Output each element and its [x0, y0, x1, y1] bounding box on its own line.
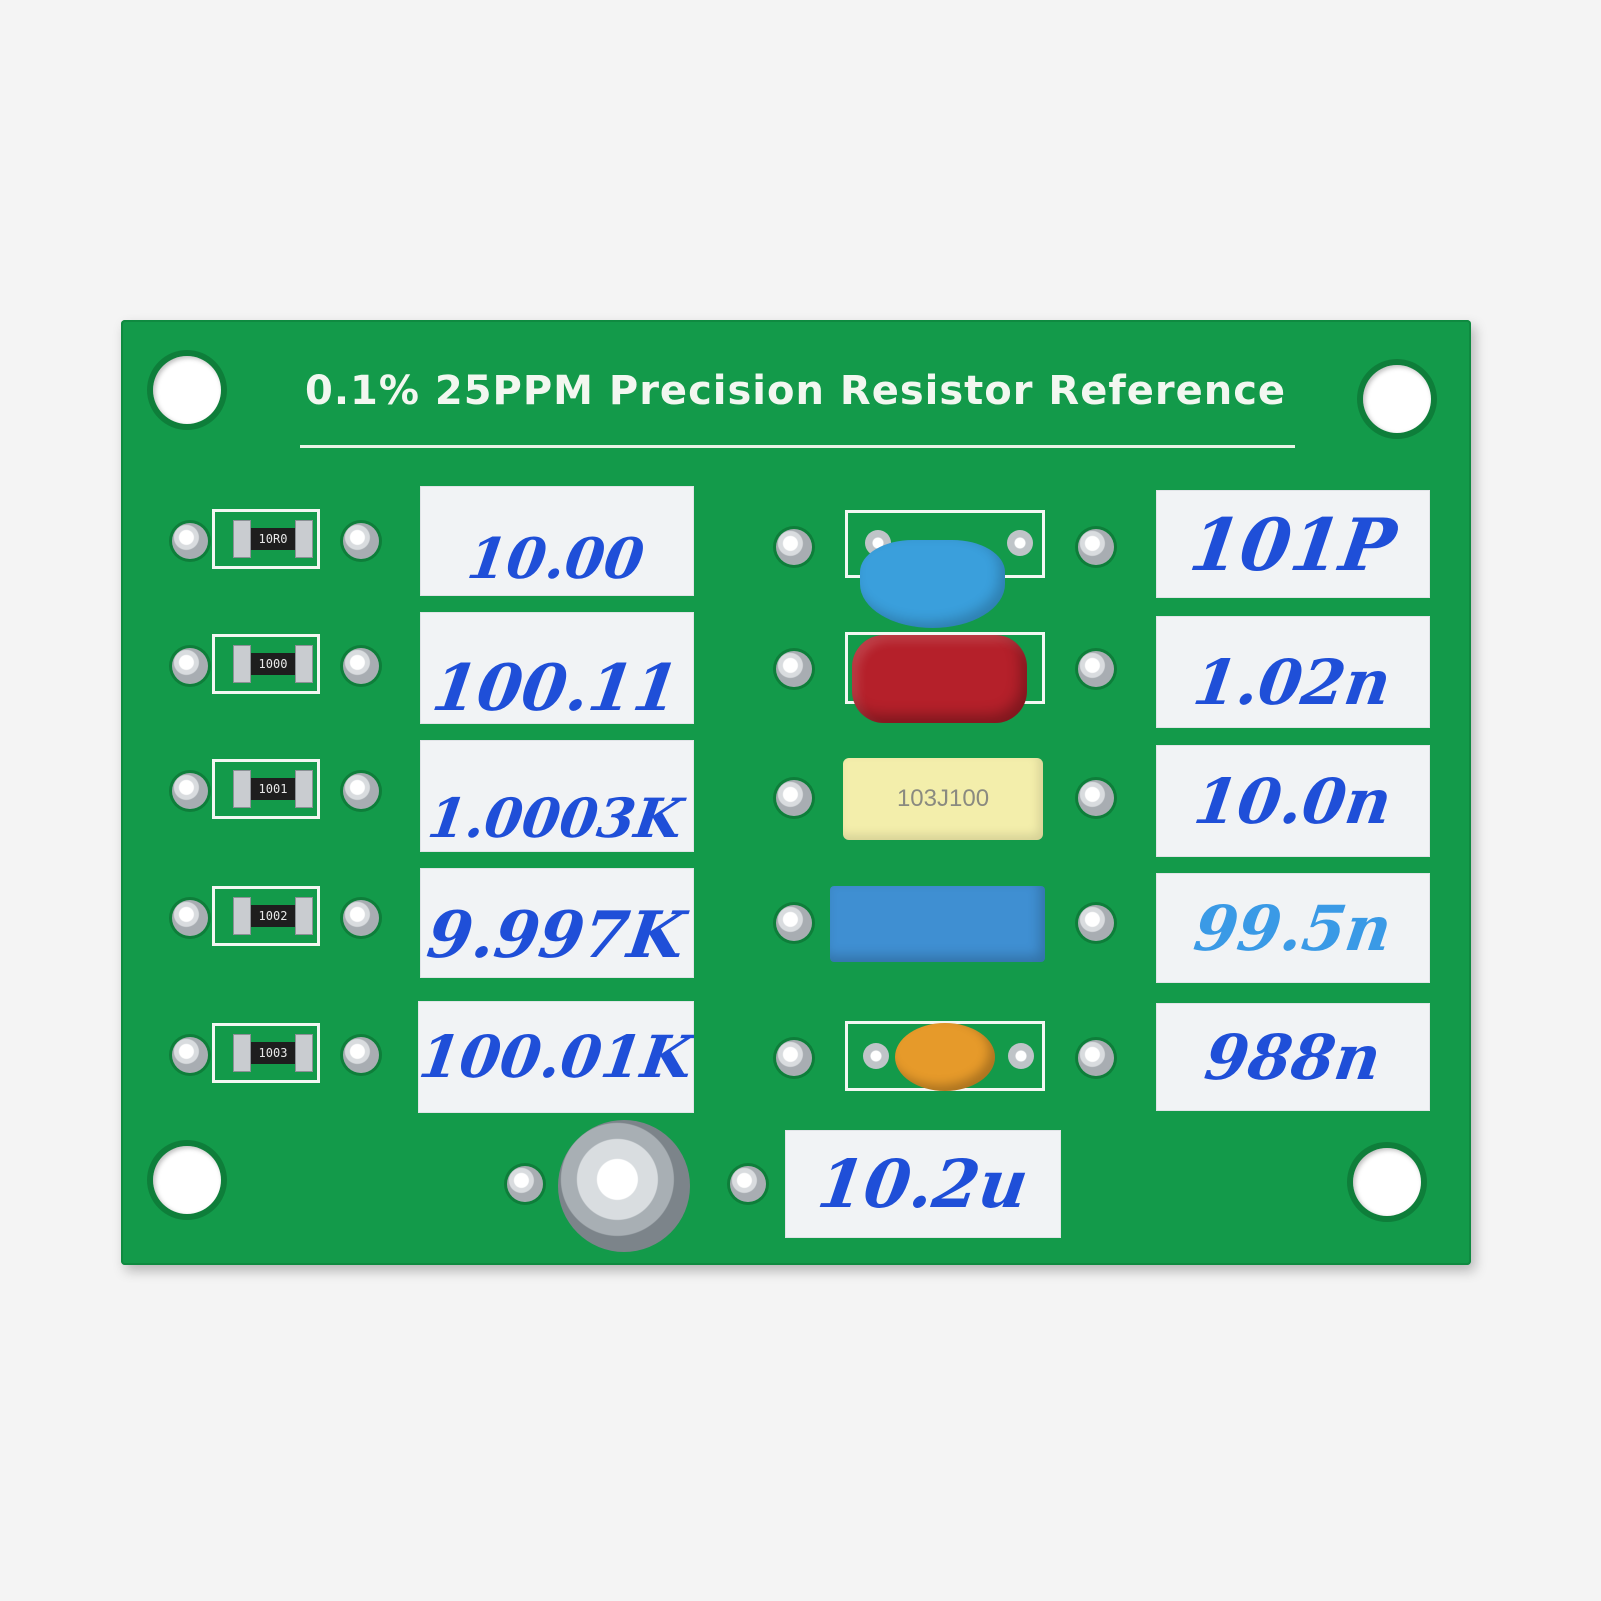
solder-pad	[233, 897, 251, 935]
via-pad	[776, 905, 812, 941]
smd-resistor: 1001	[251, 778, 295, 800]
title-underline	[300, 445, 1295, 448]
value-label: 99.5n	[1156, 873, 1430, 983]
solder-pad	[295, 1034, 313, 1072]
via-pad	[730, 1166, 766, 1202]
via-pad	[1078, 651, 1114, 687]
handwritten-value: 100.11	[427, 650, 684, 725]
board-title: 0.1% 25PPM Precision Resistor Reference	[305, 368, 1287, 414]
value-label: 9.997K	[420, 868, 694, 978]
smd-resistor: 10R0	[251, 528, 295, 550]
value-label: 988n	[1156, 1003, 1430, 1111]
solder-pad	[233, 520, 251, 558]
smd-resistor: 1003	[251, 1042, 295, 1064]
via-pad	[776, 780, 812, 816]
value-label: 10.2u	[785, 1130, 1061, 1238]
via-pad	[343, 1037, 379, 1073]
mounting-hole-top-right	[1363, 365, 1431, 433]
ceramic-capacitor-orange	[895, 1023, 995, 1091]
handwritten-value: 101P	[1184, 501, 1402, 587]
electrolytic-capacitor	[558, 1120, 690, 1252]
mounting-hole-bottom-left	[153, 1146, 221, 1214]
resistor-footprint	[212, 634, 320, 694]
resistor-footprint	[212, 759, 320, 819]
value-label: 1.02n	[1156, 616, 1430, 728]
value-label: 100.01K	[418, 1001, 694, 1113]
box-capacitor-blue	[830, 886, 1045, 962]
via-pad	[1078, 1040, 1114, 1076]
solder-pad	[233, 645, 251, 683]
via-pad	[343, 523, 379, 559]
handwritten-value: 99.5n	[1189, 891, 1397, 965]
capacitor-lead	[1008, 1043, 1034, 1069]
capacitor-lead	[1007, 530, 1033, 556]
ceramic-disc-capacitor	[860, 540, 1005, 628]
handwritten-value: 10.2u	[813, 1145, 1033, 1223]
value-label: 10.0n	[1156, 745, 1430, 857]
mounting-hole-bottom-right	[1353, 1148, 1421, 1216]
value-label: 100.11	[420, 612, 694, 724]
via-pad	[172, 648, 208, 684]
handwritten-value: 9.997K	[422, 897, 690, 973]
via-pad	[776, 651, 812, 687]
solder-pad	[295, 770, 313, 808]
via-pad	[776, 529, 812, 565]
solder-pad	[233, 770, 251, 808]
film-capacitor-red	[852, 635, 1027, 723]
mounting-hole-top-left	[153, 356, 221, 424]
handwritten-value: 1.02n	[1189, 645, 1396, 719]
via-pad	[1078, 905, 1114, 941]
handwritten-value: 1.0003K	[424, 786, 687, 850]
via-pad	[172, 773, 208, 809]
via-pad	[343, 648, 379, 684]
via-pad	[1078, 780, 1114, 816]
value-label: 1.0003K	[420, 740, 694, 852]
handwritten-value: 10.00	[463, 526, 649, 592]
solder-pad	[295, 645, 313, 683]
value-label: 101P	[1156, 490, 1430, 598]
via-pad	[343, 773, 379, 809]
handwritten-value: 10.0n	[1189, 764, 1397, 838]
resistor-footprint	[212, 1023, 320, 1083]
smd-resistor: 1002	[251, 905, 295, 927]
resistor-footprint	[212, 886, 320, 946]
via-pad	[172, 523, 208, 559]
value-label: 10.00	[420, 486, 694, 596]
resistor-footprint	[212, 509, 320, 569]
via-pad	[172, 900, 208, 936]
solder-pad	[295, 897, 313, 935]
handwritten-value: 988n	[1200, 1020, 1386, 1094]
via-pad	[776, 1040, 812, 1076]
capacitor-lead	[863, 1043, 889, 1069]
via-pad	[507, 1166, 543, 1202]
via-pad	[343, 900, 379, 936]
handwritten-value: 100.01K	[418, 1023, 694, 1091]
solder-pad	[295, 520, 313, 558]
via-pad	[172, 1037, 208, 1073]
via-pad	[1078, 529, 1114, 565]
box-capacitor-yellow: 103J100	[843, 758, 1043, 840]
solder-pad	[233, 1034, 251, 1072]
smd-resistor: 1000	[251, 653, 295, 675]
